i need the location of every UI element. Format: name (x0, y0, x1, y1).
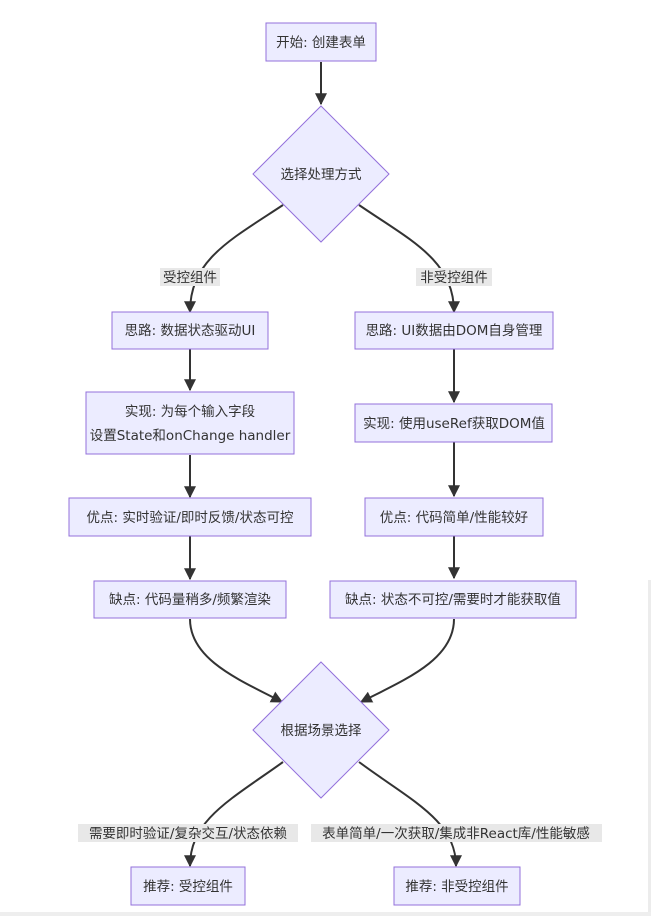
edge-choose-to-controlled (184, 204, 284, 314)
node-uncontrolled-idea: 思路: UI数据由DOM自身管理 (354, 311, 554, 350)
node-controlled-idea-label: 思路: 数据状态驱动UI (125, 323, 256, 339)
node-choose: 选择处理方式 (252, 105, 390, 243)
node-uncontrolled-cons-label: 缺点: 状态不可控/需要时才能获取值 (345, 592, 561, 608)
node-scene: 根据场景选择 (252, 661, 390, 799)
node-uncontrolled-impl: 实现: 使用useRef获取DOM值 (354, 403, 553, 443)
node-controlled-cons: 缺点: 代码量稍多/频繁渲染 (93, 580, 287, 619)
page-bottom-border (0, 912, 651, 916)
node-uncontrolled-pros-label: 优点: 代码简单/性能较好 (380, 509, 528, 526)
edges (184, 62, 462, 868)
edge-scene-to-rec-c (184, 761, 284, 868)
edge-label-simple-form: 表单简单/一次获取/集成非React库/性能敏感 (322, 825, 590, 842)
node-start-label: 开始: 创建表单 (276, 35, 366, 51)
node-controlled-impl-label-2: 设置State和onChange handler (90, 428, 291, 444)
edge-labels: 受控组件 非受控组件 需要即时验证/复杂交互/状态依赖 表单简单/一次获取/集成… (78, 268, 602, 842)
edge-u-cons-to-scene (359, 618, 455, 703)
edge-c-cons-to-scene (189, 618, 284, 703)
edge-label-bg (311, 824, 602, 842)
node-recommend-uncontrolled-label: 推荐: 非受控组件 (405, 879, 508, 895)
node-recommend-controlled-label: 推荐: 受控组件 (143, 879, 233, 895)
node-uncontrolled-pros: 优点: 代码简单/性能较好 (364, 497, 544, 537)
edge-label-controlled: 受控组件 (163, 270, 217, 286)
node-controlled-idea: 思路: 数据状态驱动UI (111, 311, 269, 350)
node-controlled-impl-label-1: 实现: 为每个输入字段 (125, 404, 255, 420)
edge-label-bg (78, 824, 298, 842)
edge-choose-to-uncontrolled (358, 204, 460, 314)
node-controlled-cons-label: 缺点: 代码量稍多/频繁渲染 (109, 591, 271, 608)
edge-scene-to-rec-u (358, 761, 462, 868)
node-uncontrolled-idea-label: 思路: UI数据由DOM自身管理 (366, 323, 543, 339)
node-start: 开始: 创建表单 (265, 22, 377, 62)
node-recommend-uncontrolled: 推荐: 非受控组件 (393, 866, 521, 906)
node-recommend-controlled: 推荐: 受控组件 (130, 866, 246, 906)
node-uncontrolled-impl-label: 实现: 使用useRef获取DOM值 (363, 415, 545, 432)
node-controlled-impl: 实现: 为每个输入字段 设置State和onChange handler (85, 391, 295, 455)
edge-label-need-validation: 需要即时验证/复杂交互/状态依赖 (89, 825, 288, 842)
node-controlled-pros: 优点: 实时验证/即时反馈/状态可控 (68, 497, 312, 537)
edge-label-bg (160, 268, 220, 286)
node-choose-label: 选择处理方式 (281, 167, 362, 183)
edge-label-uncontrolled: 非受控组件 (420, 270, 488, 286)
node-controlled-pros-label: 优点: 实时验证/即时反馈/状态可控 (87, 510, 294, 526)
page-edge-shadow (648, 580, 651, 916)
edge-label-bg (416, 268, 492, 286)
node-scene-label: 根据场景选择 (281, 723, 362, 739)
node-uncontrolled-cons: 缺点: 状态不可控/需要时才能获取值 (329, 580, 577, 619)
